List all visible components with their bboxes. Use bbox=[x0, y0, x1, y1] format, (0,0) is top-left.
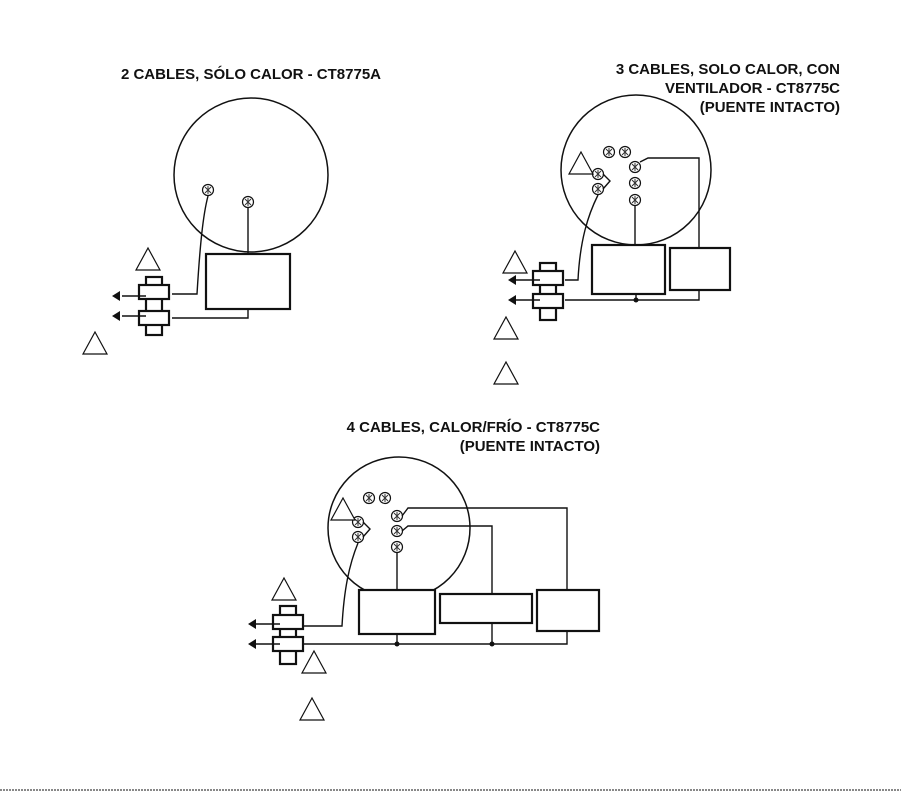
terminal-screw bbox=[630, 162, 641, 173]
terminal-screw bbox=[630, 195, 641, 206]
junction-dot bbox=[634, 298, 639, 303]
diagram-2-title-line-2: VENTILADOR - CT8775C bbox=[665, 80, 840, 97]
connector-clip bbox=[273, 615, 303, 629]
terminal-screw bbox=[620, 147, 631, 158]
terminal-screw bbox=[364, 493, 375, 504]
diagram-2-title-line-3: (PUENTE INTACTO) bbox=[700, 99, 840, 116]
arrow-icon bbox=[112, 311, 120, 321]
connector-clip bbox=[139, 285, 169, 299]
connector-clip bbox=[533, 294, 563, 308]
cooling-box bbox=[440, 594, 532, 623]
junction-dot bbox=[395, 642, 400, 647]
junction-dot bbox=[490, 642, 495, 647]
warning-triangle-icon bbox=[272, 578, 296, 600]
diagram-4-wire-heat-cool: 4 CABLES, CALOR/FRÍO - CT8775C (PUENTE I… bbox=[248, 419, 600, 720]
terminal-screw bbox=[353, 532, 364, 543]
diagram-2-wire-heat-only: 2 CABLES, SÓLO CALOR - CT8775A bbox=[83, 65, 381, 354]
diagram-1-title: 2 CABLES, SÓLO CALOR - CT8775A bbox=[121, 65, 381, 83]
diagram-2-title-line-1: 3 CABLES, SOLO CALOR, CON bbox=[616, 61, 840, 78]
terminal-screw bbox=[593, 169, 604, 180]
warning-triangle-icon bbox=[302, 651, 326, 673]
diagram-3-wire-heat-only-fan: 3 CABLES, SOLO CALOR, CON VENTILADOR - C… bbox=[494, 61, 840, 384]
warning-triangle-icon bbox=[300, 698, 324, 720]
terminal-screw bbox=[604, 147, 615, 158]
arrow-icon bbox=[508, 275, 516, 285]
terminal-screw bbox=[203, 185, 214, 196]
terminal-screw bbox=[630, 178, 641, 189]
thermostat-dial bbox=[174, 98, 328, 252]
terminal-screw bbox=[243, 197, 254, 208]
terminal-screw bbox=[380, 493, 391, 504]
load-box bbox=[206, 254, 290, 309]
connector-clip bbox=[533, 271, 563, 285]
warning-triangle-icon bbox=[83, 332, 107, 354]
warning-triangle-icon bbox=[494, 317, 518, 339]
warning-triangle-icon bbox=[503, 251, 527, 273]
load-box bbox=[359, 590, 435, 634]
connector-clip bbox=[139, 311, 169, 325]
fan-box bbox=[670, 248, 730, 290]
arrow-icon bbox=[508, 295, 516, 305]
load-box bbox=[592, 245, 665, 294]
terminal-screw bbox=[593, 184, 604, 195]
diagram-3-title-line-1: 4 CABLES, CALOR/FRÍO - CT8775C bbox=[347, 419, 601, 436]
diagram-3-title-line-2: (PUENTE INTACTO) bbox=[460, 438, 600, 455]
arrow-icon bbox=[112, 291, 120, 301]
arrow-icon bbox=[248, 639, 256, 649]
fan-box bbox=[537, 590, 599, 631]
terminal-screw bbox=[392, 511, 403, 522]
warning-triangle-icon bbox=[494, 362, 518, 384]
warning-triangle-icon bbox=[136, 248, 160, 270]
terminal-screw bbox=[392, 526, 403, 537]
terminal-screw bbox=[392, 542, 403, 553]
arrow-icon bbox=[248, 619, 256, 629]
